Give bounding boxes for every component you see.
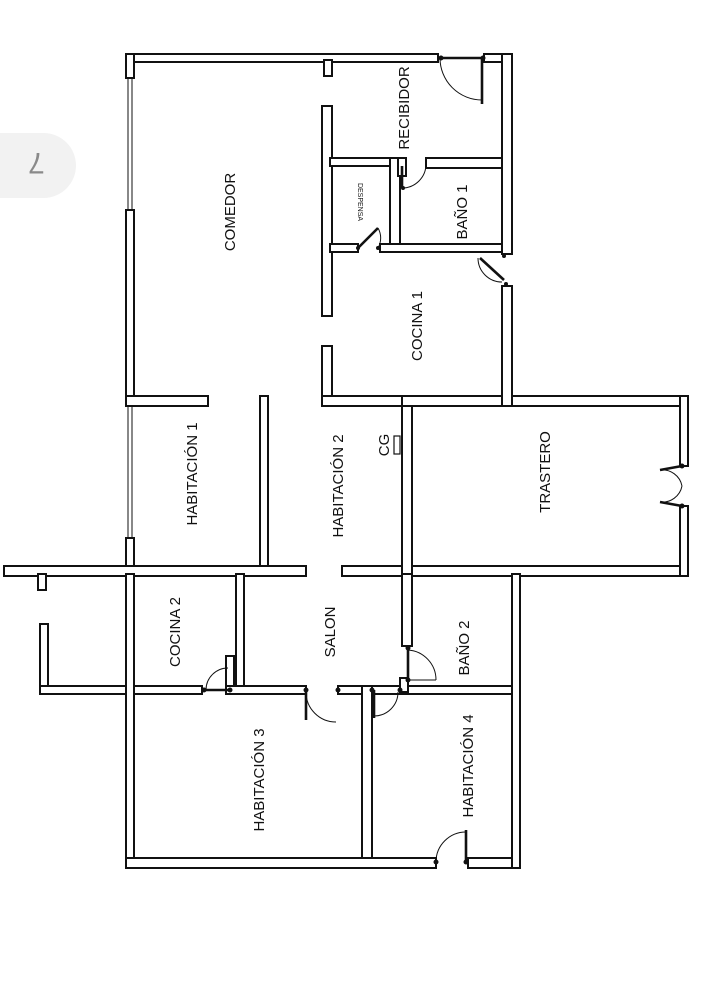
- label-comedor: COMEDOR: [222, 173, 239, 252]
- wall-left-comedor-top: [125, 53, 135, 79]
- wall-right-lower: [511, 573, 521, 869]
- wall-trastero-right-b: [679, 505, 689, 577]
- wall-left-comedor: [125, 209, 135, 407]
- wall-right-upper: [501, 53, 513, 255]
- wall-left-lower: [125, 573, 135, 869]
- label-habitacion1: HABITACIÓN 1: [184, 422, 201, 525]
- wall-kitchen-hab2: [321, 395, 403, 407]
- label-despensa: DESPENSA: [356, 183, 363, 221]
- wall-cocina2-salon: [235, 573, 245, 695]
- label-cocina2: COCINA 2: [167, 597, 184, 667]
- wall-comedor-kitchen-a: [321, 105, 333, 317]
- wall-mid-left: [3, 565, 307, 577]
- wall-despensa-bottom: [329, 243, 359, 253]
- wall-despensa-top: [329, 157, 399, 167]
- label-salon: SALON: [322, 607, 339, 658]
- label-bano1: BAÑO 1: [454, 184, 471, 239]
- wall-cocina2-bottom: [39, 685, 203, 695]
- label-habitacion3: HABITACIÓN 3: [251, 728, 268, 831]
- wall-bano2-left: [401, 573, 413, 647]
- wall-hab2-trastero: [401, 395, 413, 575]
- wall-trastero-right-a: [679, 395, 689, 467]
- wall-hab4-jamb: [399, 677, 409, 693]
- wall-salon-bottom-a: [225, 685, 307, 695]
- label-cocina1: COCINA 1: [409, 291, 426, 361]
- label-cg: CG: [376, 434, 393, 457]
- walls: [3, 53, 689, 869]
- wall-hab1-hab2: [259, 395, 269, 567]
- wall-lower-left-a: [39, 623, 49, 695]
- wall-bottom-left: [125, 857, 437, 869]
- doors: [201, 55, 685, 865]
- label-trastero: TRASTERO: [537, 431, 554, 513]
- wall-hab4-top: [371, 685, 521, 695]
- wall-mid-stub: [37, 573, 47, 591]
- label-bano2: BAÑO 2: [456, 620, 473, 675]
- wall-comedor-hab1: [125, 395, 209, 407]
- wall-recibidor-bano1: [425, 157, 507, 169]
- label-habitacion2: HABITACIÓN 2: [330, 434, 347, 537]
- wall-trastero-top: [401, 395, 689, 407]
- cg-box: [393, 435, 401, 455]
- label-recibidor: RECIBIDOR: [396, 66, 413, 150]
- wall-despensa-bottom-b: [379, 243, 507, 253]
- wall-top-stub: [323, 59, 333, 77]
- wall-top-left: [125, 53, 439, 63]
- wall-left-hab1-bottom: [125, 537, 135, 569]
- page-number-tab: [0, 133, 76, 198]
- wall-hab3-right: [361, 685, 373, 859]
- wall-right-kitchen: [501, 285, 513, 407]
- room-labels: COMEDOR RECIBIDOR DESPENSA BAÑO 1 COCINA…: [167, 66, 554, 831]
- label-habitacion4: HABITACIÓN 4: [460, 714, 477, 817]
